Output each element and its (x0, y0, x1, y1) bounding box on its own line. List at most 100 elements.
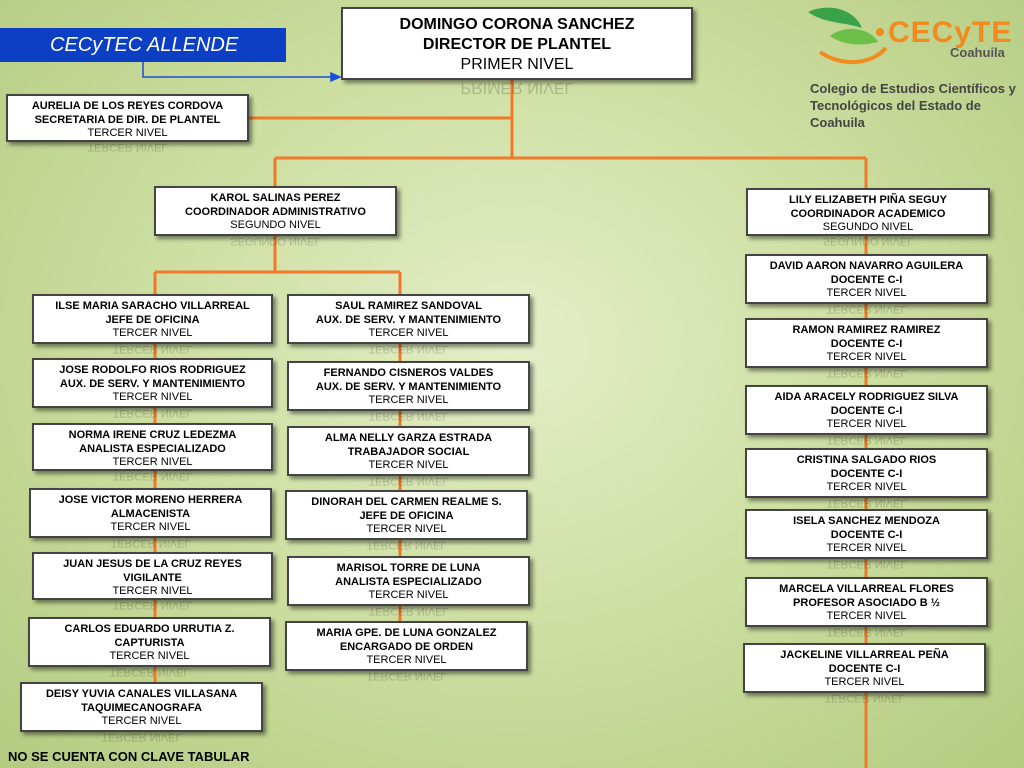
person-name: MARIA GPE. DE LUNA GONZALEZ (316, 627, 497, 639)
role-title: SECRETARIA DE DIR. DE PLANTEL (34, 113, 221, 126)
person-name: DOMINGO CORONA SANCHEZ (399, 16, 635, 33)
person-name: CARLOS EDUARDO URRUTIA Z. (64, 623, 235, 635)
role-title: DIRECTOR DE PLANTEL (422, 36, 612, 53)
school-arrow (142, 62, 332, 78)
role-title: TRABAJADOR SOCIAL (347, 445, 470, 458)
person-name: DAVID AARON NAVARRO AGUILERA (769, 260, 964, 272)
person-name: ILSE MARIA SARACHO VILLARREAL (55, 300, 250, 312)
level-label: TERCER NIVEL (366, 654, 447, 666)
level-label: PRIMER NIVEL (460, 56, 574, 73)
person-name: AURELIA DE LOS REYES CORDOVA (31, 100, 224, 112)
level-label: TERCER NIVEL (110, 521, 191, 533)
logo-caption-line2: Tecnológicos del Estado de Coahuila (810, 98, 981, 130)
role-title: DOCENTE C-I (830, 467, 903, 480)
role-title: AUX. DE SERV. Y MANTENIMIENTO (315, 313, 502, 326)
level-label: TERCER NIVEL (112, 327, 193, 339)
level-label: SEGUNDO NIVEL (230, 219, 321, 231)
role-title: VIGILANTE (123, 571, 182, 584)
role-title: DOCENTE C-I (830, 528, 903, 541)
school-label: CECyTEC ALLENDE (0, 28, 286, 62)
level-label: TERCER NIVEL (109, 650, 190, 662)
person-name: JOSE RODOLFO RIOS RODRIGUEZ (59, 364, 246, 376)
level-label: TERCER NIVEL (826, 481, 907, 493)
role-title: DOCENTE C-I (830, 337, 903, 350)
person-name: ISELA SANCHEZ MENDOZA (793, 515, 940, 527)
level-label: SEGUNDO NIVEL (822, 221, 914, 233)
person-name: MARCELA VILLARREAL FLORES (779, 583, 954, 595)
logo-word: CECyTE (888, 16, 1013, 49)
person-name: RAMON RAMIREZ RAMIREZ (792, 324, 941, 336)
person-name: SAUL RAMIREZ SANDOVAL (335, 300, 482, 312)
person-name: MARISOL TORRE DE LUNA (336, 562, 481, 574)
person-name: AIDA ARACELY RODRIGUEZ SILVA (774, 391, 959, 403)
level-label: TERCER NIVEL (112, 585, 193, 597)
role-title: DOCENTE C-I (830, 404, 903, 417)
box-director[interactable]: DOMINGO CORONA SANCHEZ DIRECTOR DE PLANTE… (341, 7, 693, 96)
cecyte-logo-icon (808, 7, 888, 65)
level-label: TERCER NIVEL (101, 715, 182, 727)
level-label: TERCER NIVEL (368, 589, 449, 601)
role-title: CAPTURISTA (114, 636, 185, 649)
role-title: DOCENTE C-I (828, 662, 901, 675)
person-name: DINORAH DEL CARMEN REALME S. (311, 496, 502, 508)
role-title: ANALISTA ESPECIALIZADO (79, 442, 226, 455)
role-title: JEFE DE OFICINA (105, 313, 200, 326)
role-title: ALMACENISTA (110, 507, 191, 520)
box-staff[interactable]: DINORAH DEL CARMEN REALME S.JEFE DE OFIC… (285, 490, 528, 551)
level-label: TERCER NIVEL (368, 459, 449, 471)
role-title: COORDINADOR ADMINISTRATIVO (185, 205, 366, 218)
level-label: TERCER NIVEL (826, 542, 907, 554)
logo-caption: Colegio de Estudios Científicos y Tecnol… (810, 80, 1020, 131)
person-name: ALMA NELLY GARZA ESTRADA (324, 432, 493, 444)
person-name: JACKELINE VILLARREAL PEÑA (780, 649, 949, 661)
person-name: JUAN JESUS DE LA CRUZ REYES (63, 558, 242, 570)
logo-state: Coahuila (950, 45, 1005, 60)
person-name: KAROL SALINAS PEREZ (210, 192, 341, 204)
person-name: JOSE VICTOR MORENO HERRERA (58, 494, 243, 506)
school-arrow-head (330, 71, 342, 83)
person-name: NORMA IRENE CRUZ LEDEZMA (68, 429, 237, 441)
level-label: TERCER NIVEL (826, 418, 907, 430)
person-name: FERNANDO CISNEROS VALDES (323, 367, 494, 379)
role-title: JEFE DE OFICINA (359, 509, 454, 522)
role-title: DOCENTE C-I (830, 273, 903, 286)
level-label: TERCER NIVEL (112, 391, 193, 403)
role-title: ANALISTA ESPECIALIZADO (335, 575, 482, 588)
level-label: TERCER NIVEL (87, 127, 168, 139)
role-title: TAQUIMECANOGRAFA (81, 701, 202, 714)
role-title: PROFESOR ASOCIADO B ½ (793, 596, 940, 609)
level-label: TERCER NIVEL (826, 351, 907, 363)
level-label: TERCER NIVEL (368, 327, 449, 339)
role-title: COORDINADOR ACADEMICO (790, 207, 946, 220)
level-label: TERCER NIVEL (368, 394, 449, 406)
person-name: CRISTINA SALGADO RIOS (796, 454, 937, 466)
person-name: DEISY YUVIA CANALES VILLASANA (45, 688, 238, 700)
level-label: TERCER NIVEL (826, 287, 907, 299)
logo-caption-line1: Colegio de Estudios Científicos y (810, 81, 1016, 96)
role-title: AUX. DE SERV. Y MANTENIMIENTO (315, 380, 502, 393)
role-title: AUX. DE SERV. Y MANTENIMIENTO (59, 377, 246, 390)
role-title: ENCARGADO DE ORDEN (339, 640, 474, 653)
